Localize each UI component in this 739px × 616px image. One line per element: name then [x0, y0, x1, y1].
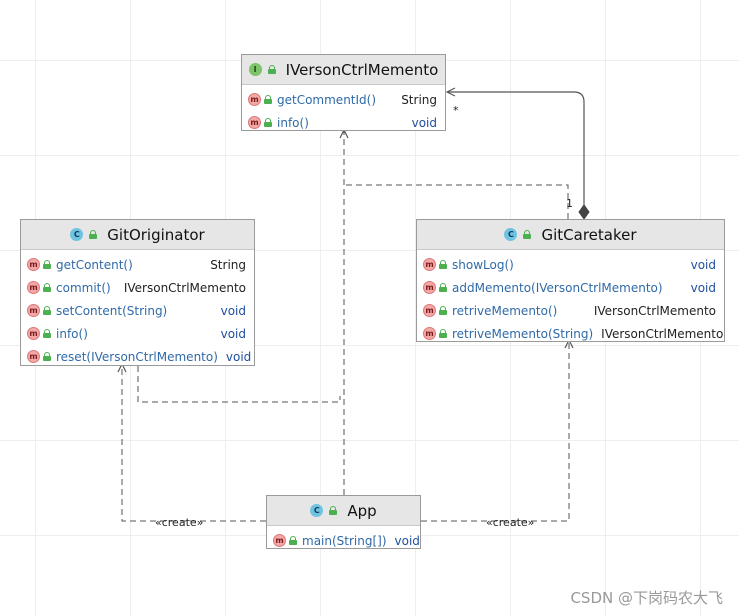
- method-icon: m: [423, 327, 436, 340]
- public-lock-icon: [439, 329, 447, 338]
- member-row[interactable]: m reset(IVersonCtrlMemento) void: [21, 345, 254, 368]
- create-label-left: «create»: [155, 516, 204, 529]
- method-name: info(): [56, 326, 88, 341]
- member-list: m getContent() String m commit() IVerson…: [21, 250, 254, 370]
- member-row[interactable]: m info() void: [21, 322, 254, 345]
- member-row[interactable]: m retriveMemento() IVersonCtrlMemento: [417, 299, 724, 322]
- public-lock-icon: [523, 230, 532, 239]
- class-name: GitCaretaker: [541, 225, 637, 244]
- method-name: getCommentId(): [277, 92, 377, 107]
- return-type: void: [394, 533, 420, 548]
- method-name: addMemento(IVersonCtrlMemento): [452, 280, 663, 295]
- member-row[interactable]: m info() void: [242, 111, 445, 134]
- public-lock-icon: [329, 506, 338, 515]
- public-lock-icon: [267, 65, 276, 74]
- method-name: main(String[]): [302, 533, 387, 548]
- return-type: IVersonCtrlMemento: [593, 303, 716, 318]
- member-list: m getCommentId() String m info() void: [242, 85, 445, 136]
- dep-originator-to-memento: [137, 366, 341, 403]
- method-name: reset(IVersonCtrlMemento): [56, 349, 218, 364]
- public-lock-icon: [43, 352, 51, 361]
- class-name: App: [347, 501, 377, 520]
- class-gitcaretaker[interactable]: C GitCaretaker m showLog() void m addMem…: [416, 219, 725, 342]
- method-icon: m: [27, 327, 40, 340]
- method-icon: m: [248, 93, 261, 106]
- public-lock-icon: [264, 118, 272, 127]
- class-header: C GitCaretaker: [417, 220, 724, 250]
- method-name: info(): [277, 115, 309, 130]
- method-icon: m: [423, 304, 436, 317]
- class-icon: C: [504, 228, 518, 241]
- member-row[interactable]: m setContent(String) void: [21, 299, 254, 322]
- method-icon: m: [27, 281, 40, 294]
- return-type: void: [225, 349, 252, 364]
- method-icon: m: [248, 116, 261, 129]
- return-type: IVersonCtrlMemento: [601, 326, 724, 341]
- public-lock-icon: [43, 283, 51, 292]
- member-list: m main(String[]) void: [267, 526, 420, 554]
- return-type: void: [411, 115, 437, 130]
- member-row[interactable]: m addMemento(IVersonCtrlMemento) void: [417, 276, 724, 299]
- aggregation-diamond: [578, 204, 590, 220]
- class-icon: C: [310, 504, 324, 517]
- multiplicity-one: 1: [566, 197, 573, 210]
- method-name: setContent(String): [56, 303, 168, 318]
- class-icon: C: [70, 228, 84, 241]
- method-name: showLog(): [452, 257, 514, 272]
- public-lock-icon: [439, 260, 447, 269]
- public-lock-icon: [43, 260, 51, 269]
- aggregation-caretaker-memento: [447, 92, 585, 205]
- return-type: void: [690, 280, 716, 295]
- method-icon: m: [423, 281, 436, 294]
- method-name: commit(): [56, 280, 111, 295]
- dep-caretaker-to-memento: [344, 184, 569, 219]
- method-name: retriveMemento(): [452, 303, 558, 318]
- method-name: getContent(): [56, 257, 133, 272]
- class-ivsersonctrlmemento[interactable]: I IVersonCtrlMemento m getCommentId() St…: [241, 54, 446, 131]
- class-name: IVersonCtrlMemento: [285, 60, 439, 79]
- member-list: m showLog() void m addMemento(IVersonCtr…: [417, 250, 724, 347]
- method-name: retriveMemento(String): [452, 326, 594, 341]
- return-type: String: [401, 92, 437, 107]
- public-lock-icon: [289, 536, 297, 545]
- watermark: CSDN @下岗码农大飞: [570, 589, 723, 607]
- class-header: I IVersonCtrlMemento: [242, 55, 445, 85]
- class-gitoriginator[interactable]: C GitOriginator m getContent() String m …: [20, 219, 255, 366]
- class-header: C App: [267, 496, 420, 526]
- method-icon: m: [27, 350, 40, 363]
- member-row[interactable]: m commit() IVersonCtrlMemento: [21, 276, 254, 299]
- return-type: void: [220, 303, 246, 318]
- method-icon: m: [27, 258, 40, 271]
- method-icon: m: [27, 304, 40, 317]
- interface-icon: I: [248, 63, 262, 76]
- member-row[interactable]: m main(String[]) void: [267, 529, 420, 552]
- public-lock-icon: [439, 306, 447, 315]
- create-app-to-caretaker: [421, 340, 569, 522]
- multiplicity-many: *: [453, 104, 459, 117]
- method-icon: m: [273, 534, 286, 547]
- method-icon: m: [423, 258, 436, 271]
- class-header: C GitOriginator: [21, 220, 254, 250]
- create-label-right: «create»: [486, 516, 535, 529]
- public-lock-icon: [89, 230, 98, 239]
- return-type: void: [690, 257, 716, 272]
- public-lock-icon: [264, 95, 272, 104]
- member-row[interactable]: m retriveMemento(String) IVersonCtrlMeme…: [417, 322, 724, 345]
- return-type: String: [210, 257, 246, 272]
- class-name: GitOriginator: [107, 225, 205, 244]
- public-lock-icon: [43, 306, 51, 315]
- class-app[interactable]: C App m main(String[]) void: [266, 495, 421, 549]
- return-type: IVersonCtrlMemento: [123, 280, 246, 295]
- member-row[interactable]: m showLog() void: [417, 253, 724, 276]
- member-row[interactable]: m getCommentId() String: [242, 88, 445, 111]
- return-type: void: [220, 326, 246, 341]
- public-lock-icon: [43, 329, 51, 338]
- create-app-to-originator: [122, 364, 266, 522]
- member-row[interactable]: m getContent() String: [21, 253, 254, 276]
- public-lock-icon: [439, 283, 447, 292]
